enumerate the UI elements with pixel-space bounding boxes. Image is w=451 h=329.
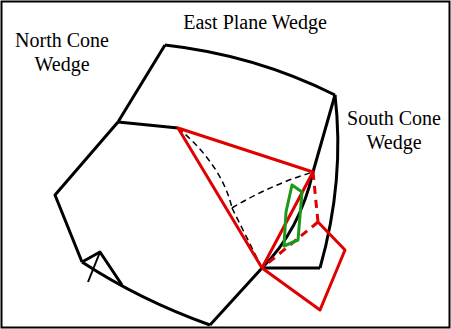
inner-edge	[313, 95, 335, 172]
inner-edge	[118, 122, 178, 128]
top-arc	[165, 45, 335, 95]
north-cone-edge	[55, 122, 118, 262]
cone-tip	[88, 252, 100, 282]
wedge-label: East Plane Wedge	[160, 10, 350, 34]
red-dashed	[313, 172, 318, 222]
inner-edge	[262, 267, 320, 270]
red-plane	[262, 222, 345, 310]
inner-edge	[210, 268, 262, 325]
red-triangle	[178, 128, 313, 268]
red-planes	[178, 128, 345, 310]
hidden-edges	[178, 128, 313, 268]
wedge-label: North Cone Wedge	[6, 28, 118, 76]
green-patch	[284, 185, 302, 246]
north-edge	[118, 45, 165, 122]
wedge-outline	[55, 45, 338, 325]
cone-tip	[82, 252, 122, 285]
wedge-label: South Cone Wedge	[343, 106, 445, 154]
bottom-arc	[82, 262, 210, 325]
